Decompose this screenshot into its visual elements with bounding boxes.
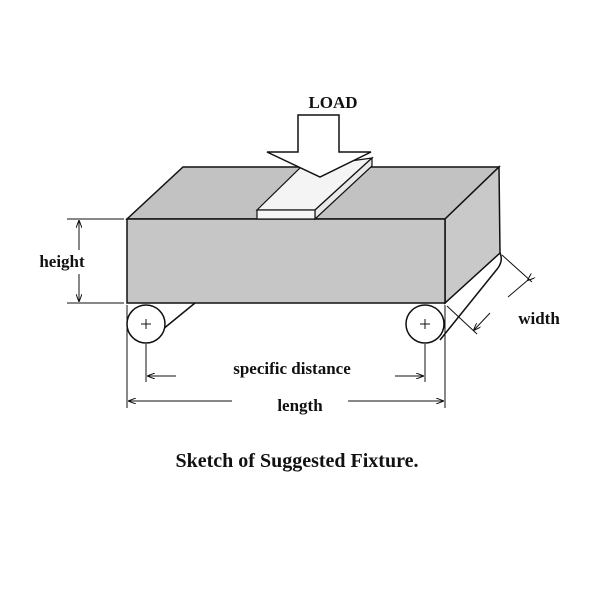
width-label: width — [518, 309, 560, 328]
block-front-face — [126, 218, 446, 304]
figure-caption: Sketch of Suggested Fixture. — [176, 450, 419, 472]
load-arrow-icon — [266, 114, 372, 178]
specific-distance-dimension — [145, 344, 426, 382]
length-dimension — [126, 305, 446, 408]
load-label: LOAD — [308, 93, 357, 112]
height-label: height — [39, 252, 85, 271]
load-pad — [255, 156, 374, 221]
length-label: length — [277, 396, 323, 415]
roller-center-mark — [141, 319, 151, 329]
specimen-block — [125, 165, 501, 305]
height-dimension — [67, 218, 124, 304]
roller-center-mark — [420, 319, 430, 329]
width-dimension — [446, 254, 532, 335]
left-roller — [126, 302, 196, 344]
specific-distance-label: specific distance — [233, 359, 351, 378]
